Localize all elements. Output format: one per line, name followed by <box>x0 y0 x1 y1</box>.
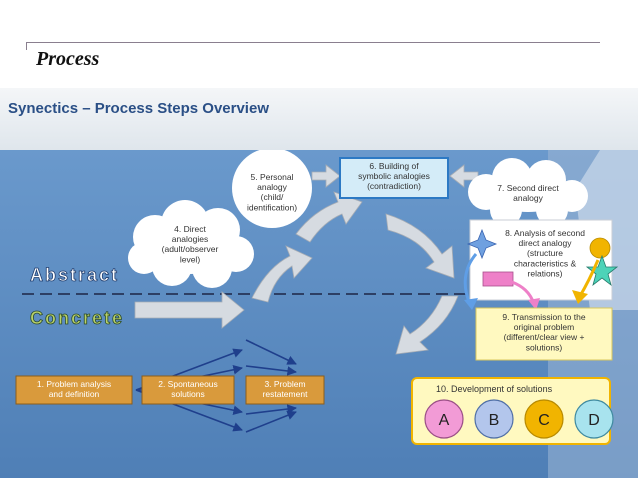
step-9-line: 9. Transmission to the <box>502 312 585 322</box>
flow-arrow-rise-2 <box>295 191 363 243</box>
solution-circle-b <box>474 399 514 439</box>
orange-curve-arrowhead <box>572 290 588 304</box>
step-5-line: (child/ <box>261 192 284 202</box>
pink-rectangle-icon <box>482 271 514 287</box>
step-9-line: original problem <box>514 322 574 332</box>
orange-circle-icon <box>589 237 611 259</box>
step-3-box <box>245 375 325 405</box>
fan-arrow-7 <box>245 404 297 415</box>
step-5-line: identification) <box>247 202 297 212</box>
flow-arrow-descend-1 <box>385 213 455 279</box>
step-2-line: 2. Spontaneous <box>158 379 218 389</box>
diagram-title: Synectics – Process Steps Overview <box>8 100 269 117</box>
step-2-box <box>141 375 235 405</box>
step-5-circle <box>232 150 312 228</box>
step-7-line: 7. Second direct <box>497 183 559 193</box>
solution-circle-a <box>424 399 464 439</box>
step-1-box <box>15 375 133 405</box>
pink-curve-arrowhead <box>528 298 540 310</box>
fan-arrow-6 <box>245 365 297 376</box>
step-9-box <box>475 307 613 361</box>
flow-arrow-rise-1 <box>251 245 313 303</box>
flow-arrow-descend-2 <box>395 295 459 355</box>
step-8-line: 8. Analysis of second <box>505 228 585 238</box>
solution-circle-d <box>574 399 614 439</box>
step-3-line: 3. Problem <box>264 379 305 389</box>
step-8-line: characteristics & <box>514 258 577 268</box>
slide-title: Process <box>36 48 100 70</box>
solution-label-c: C <box>538 412 550 429</box>
step-7-cloud <box>468 158 588 226</box>
blue-curve-arrowhead <box>464 298 478 310</box>
step-6-box <box>339 157 449 199</box>
step-4-line: 4. Direct <box>174 224 206 234</box>
step-4-cloud <box>128 200 254 288</box>
step-8-line: direct analogy <box>519 238 573 248</box>
slide-rule <box>26 42 600 43</box>
step-6-line: (contradiction) <box>367 181 421 191</box>
step-1-line: and definition <box>49 389 100 399</box>
step-10-line: 10. Development of solutions <box>436 384 553 394</box>
star-icon <box>466 228 498 260</box>
step-5-line: analogy <box>257 182 288 192</box>
solution-label-a: A <box>439 412 450 429</box>
abstract-label: Abstract <box>30 265 119 285</box>
step-3-line: restatement <box>263 389 309 399</box>
fan-arrow-8 <box>245 410 297 433</box>
solution-circle-c <box>524 399 564 439</box>
step-1-line: 1. Problem analysis <box>37 379 111 389</box>
step-2-line: solutions <box>171 389 205 399</box>
step-9-line: (different/clear view + <box>504 332 585 342</box>
flow-arrow-concrete <box>134 291 245 329</box>
step-4-line: analogies <box>172 234 208 244</box>
fan-arrow-5 <box>245 339 297 365</box>
step-5-line: 5. Personal <box>251 172 294 182</box>
step-6-line: 6. Building of <box>369 161 419 171</box>
step-8-box <box>469 219 613 301</box>
concrete-label: Concrete <box>30 308 124 328</box>
step-7-line: analogy <box>513 193 544 203</box>
star-teal-icon <box>585 254 619 287</box>
step-4-line: level) <box>180 254 200 264</box>
solution-label-d: D <box>588 412 600 429</box>
solution-label-b: B <box>489 412 500 429</box>
step-8-line: relations) <box>528 268 563 278</box>
step-10-label: 10. Development of solutions <box>436 384 553 394</box>
step-9-line: solutions) <box>526 342 563 352</box>
diagram-header <box>0 88 638 150</box>
step-4-line: (adult/observer <box>162 244 219 254</box>
link-arrow-5-to-6 <box>311 164 341 188</box>
step-8-line: (structure <box>527 248 563 258</box>
step-6-line: symbolic analogies <box>358 171 430 181</box>
slide-rule-tick <box>26 42 27 50</box>
